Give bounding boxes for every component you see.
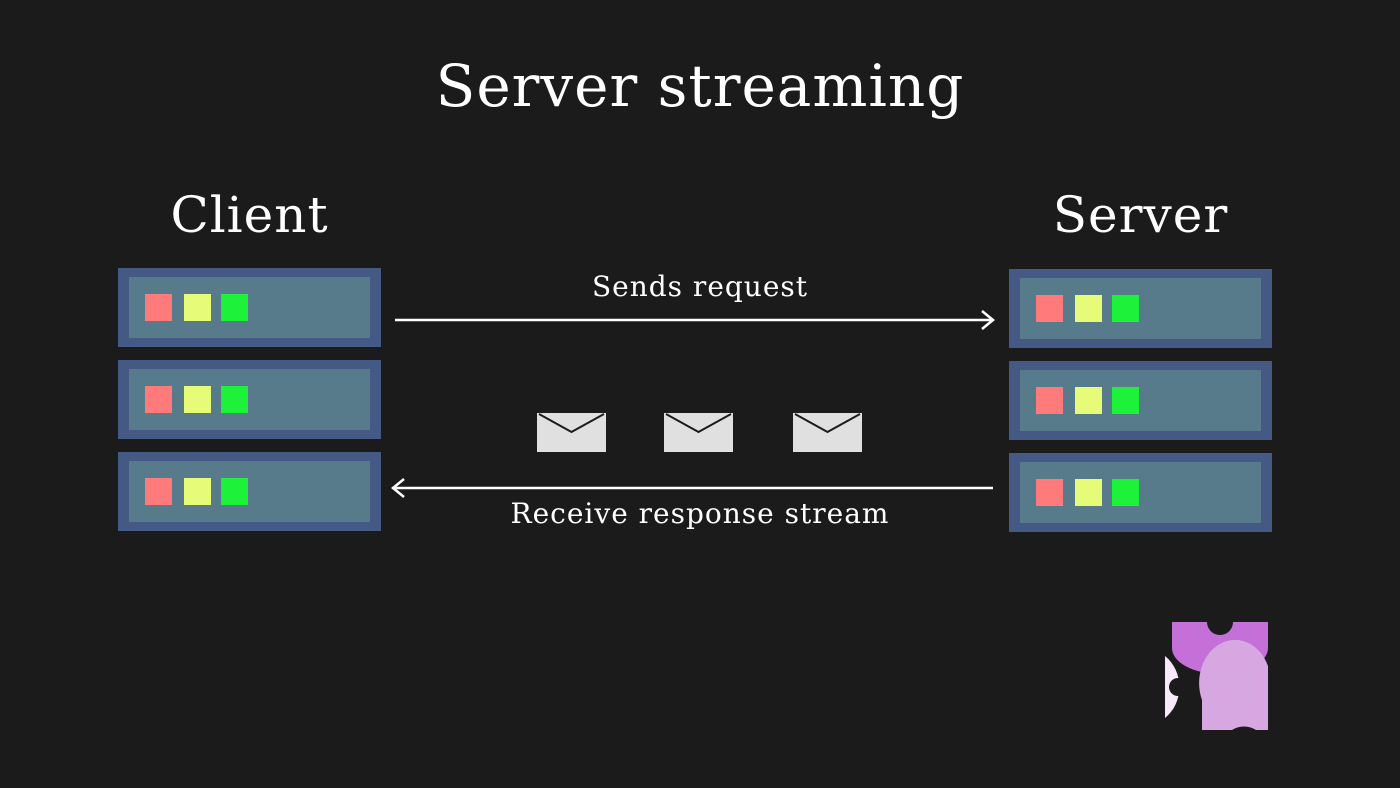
envelope-icon	[664, 413, 733, 452]
green-status-light	[1112, 479, 1139, 506]
server-rack-unit-face	[1020, 278, 1261, 339]
green-status-light	[221, 386, 248, 413]
server-rack-unit	[1009, 269, 1272, 348]
envelope-icon	[793, 413, 862, 452]
server-rack-unit-face	[1020, 370, 1261, 431]
server-server-rack	[1009, 269, 1272, 545]
red-status-light	[1036, 479, 1063, 506]
client-rack-unit-face	[129, 461, 370, 522]
yellow-status-light	[184, 386, 211, 413]
client-rack-unit-face	[129, 277, 370, 338]
envelope-icon	[537, 413, 606, 452]
yellow-status-light	[184, 294, 211, 321]
yellow-status-light	[1075, 295, 1102, 322]
response-label: Receive response stream	[510, 497, 890, 530]
green-status-light	[1112, 295, 1139, 322]
green-status-light	[221, 294, 248, 321]
green-status-light	[1112, 387, 1139, 414]
response-arrow	[391, 478, 993, 498]
logo-bottom-arc	[1199, 639, 1268, 730]
yellow-status-light	[1075, 479, 1102, 506]
client-rack-unit	[118, 360, 381, 439]
server-rack-unit	[1009, 453, 1272, 532]
client-rack-unit-face	[129, 369, 370, 430]
client-label: Client	[170, 186, 329, 244]
yellow-status-light	[184, 478, 211, 505]
message-envelopes	[537, 413, 862, 452]
server-label: Server	[1052, 186, 1229, 244]
red-status-light	[145, 478, 172, 505]
client-server-rack	[118, 268, 381, 544]
green-status-light	[221, 478, 248, 505]
diagram-title: Server streaming	[435, 52, 965, 120]
yellow-status-light	[1075, 387, 1102, 414]
brand-logo	[1165, 622, 1268, 730]
red-status-light	[1036, 387, 1063, 414]
red-status-light	[1036, 295, 1063, 322]
client-rack-unit	[118, 268, 381, 347]
server-rack-unit-face	[1020, 462, 1261, 523]
red-status-light	[145, 386, 172, 413]
red-status-light	[145, 294, 172, 321]
server-rack-unit	[1009, 361, 1272, 440]
request-label: Sends request	[591, 270, 809, 303]
request-arrow	[395, 310, 995, 330]
client-rack-unit	[118, 452, 381, 531]
